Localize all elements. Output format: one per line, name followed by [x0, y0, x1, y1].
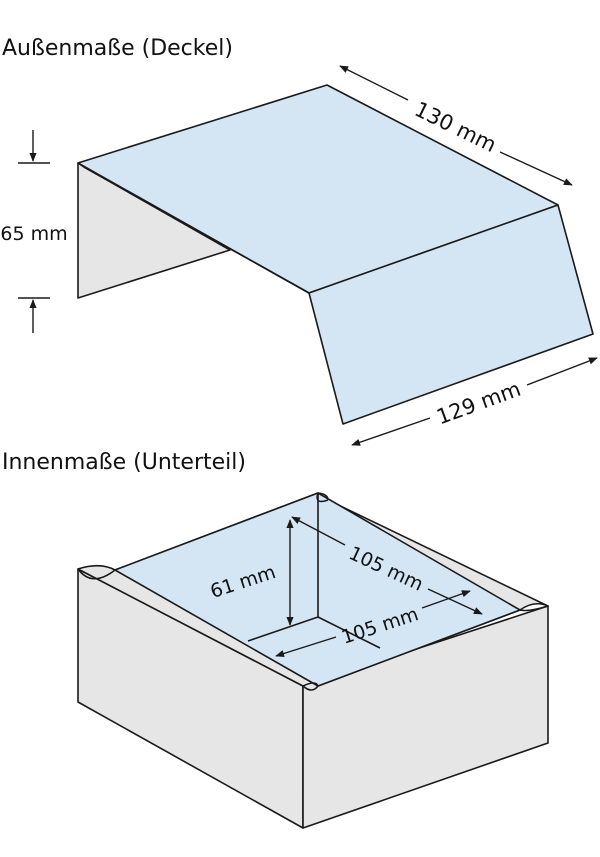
- base-drawing: [77, 492, 549, 829]
- outer-dimensions-heading: Außenmaße (Deckel): [2, 36, 233, 61]
- lid-front-wall: [308, 204, 594, 425]
- base-front-wall: [302, 605, 549, 829]
- lid-height-dimension: [18, 130, 50, 333]
- lid-height-label: 65 mm: [0, 223, 67, 245]
- inner-dimensions-heading: Innenmaße (Unterteil): [2, 450, 246, 475]
- lid-drawing: [77, 84, 594, 425]
